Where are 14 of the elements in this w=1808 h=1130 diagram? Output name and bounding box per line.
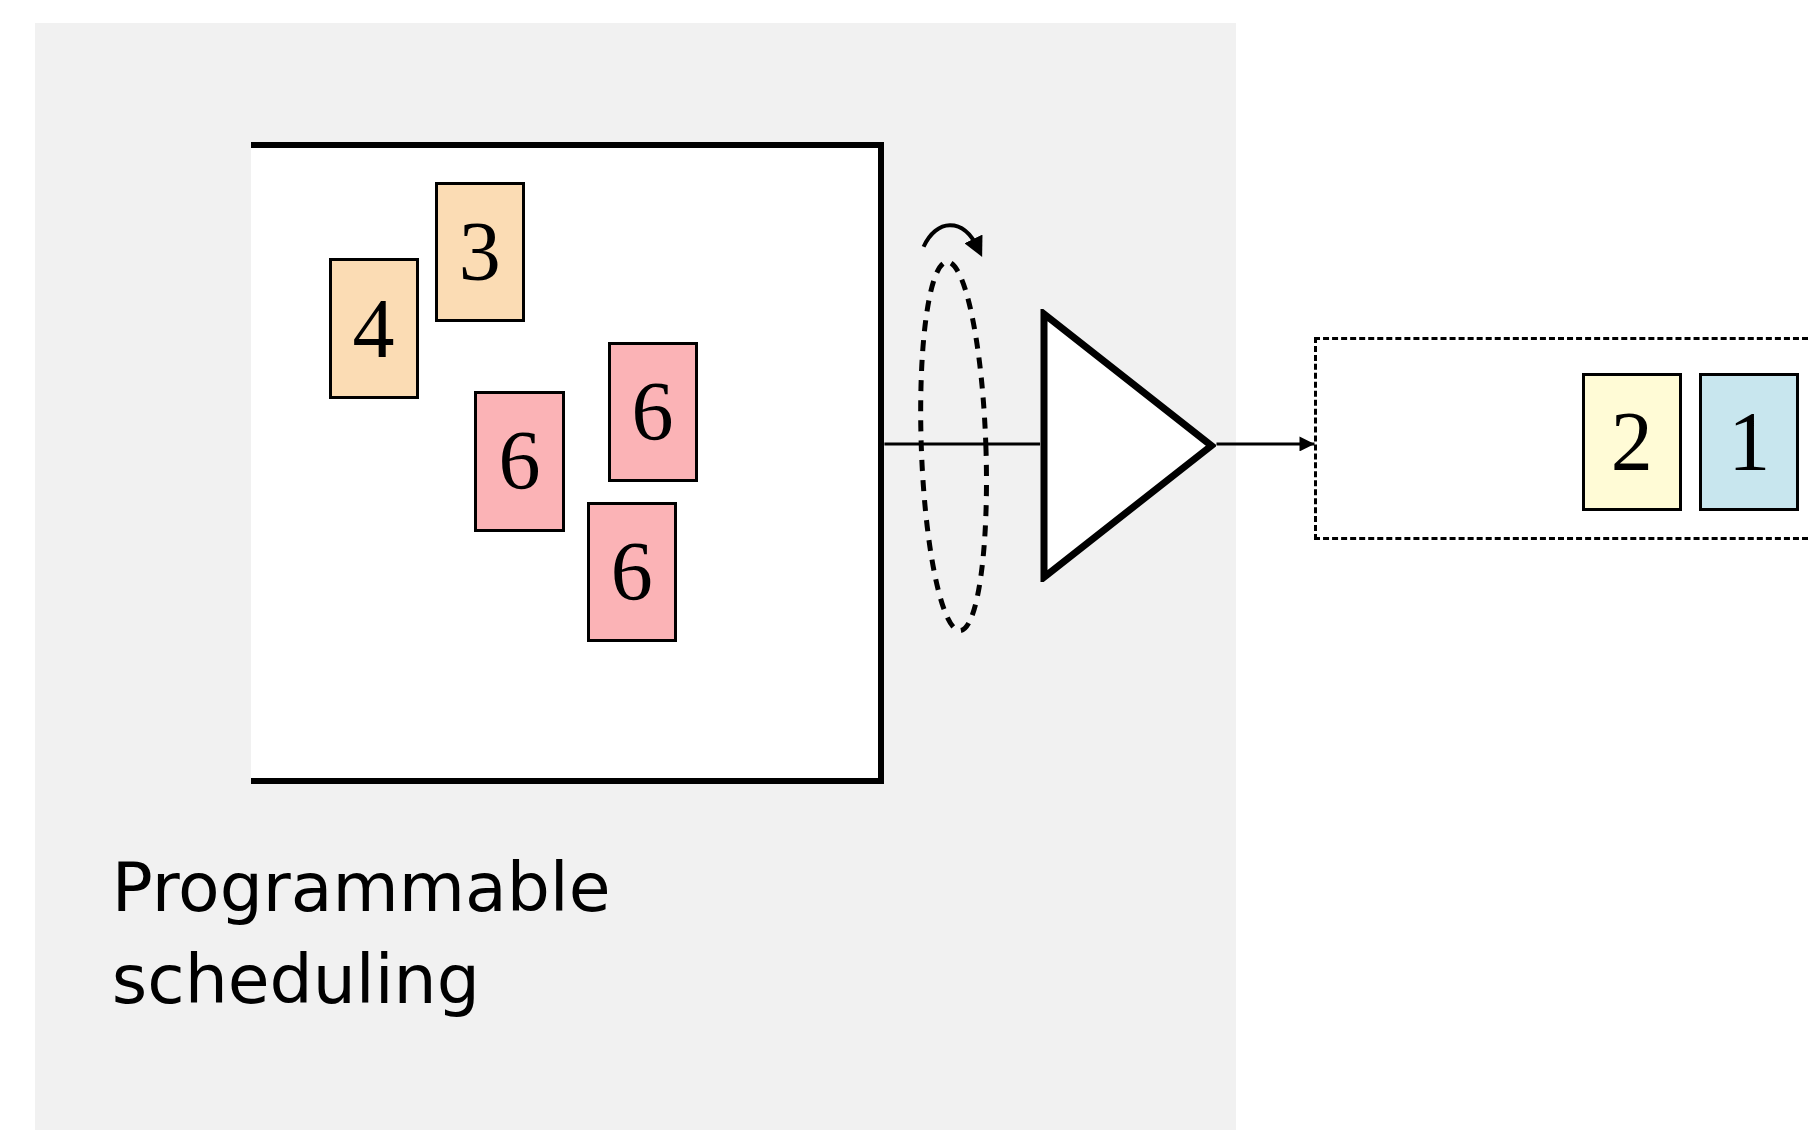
packet-card: 6 xyxy=(473,391,565,532)
packet-card: 6 xyxy=(586,501,677,643)
packet-card: 2 xyxy=(1581,373,1682,512)
panel-label: Programmable scheduling xyxy=(111,846,612,1021)
connector-line xyxy=(884,442,1041,446)
output-triangle xyxy=(1040,309,1217,583)
panel-background xyxy=(34,23,1237,1130)
packet-card: 4 xyxy=(328,258,419,400)
packet-card: 3 xyxy=(434,182,525,322)
arrow xyxy=(1216,436,1315,452)
packet-card: 6 xyxy=(607,341,698,483)
output-buffer xyxy=(1314,336,1808,540)
packet-card: 1 xyxy=(1699,373,1800,512)
queue-box xyxy=(251,141,885,785)
